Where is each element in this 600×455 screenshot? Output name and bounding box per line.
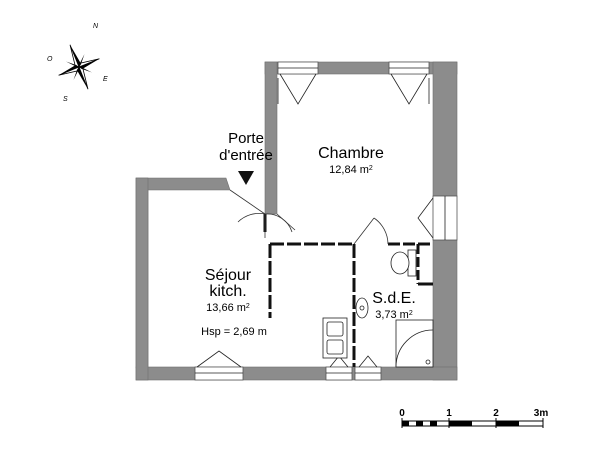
entry-arrow-icon xyxy=(238,171,254,185)
scale-label-0: 0 xyxy=(399,408,405,419)
fixtures xyxy=(322,249,434,368)
scale-label-1: 1 xyxy=(446,408,452,419)
door-swings xyxy=(229,189,389,245)
room-sejour-name-line2: kitch. xyxy=(209,283,246,300)
compass-rose: N E S O xyxy=(47,23,108,103)
compass-south-label: S xyxy=(63,96,68,103)
room-chambre-name: Chambre xyxy=(318,145,384,162)
scale-bar: 0 1 2 3m xyxy=(399,408,548,428)
interior-partitions xyxy=(263,214,433,367)
room-sejour-name-line1: Séjour xyxy=(205,267,252,284)
entry-label-line1: Porte xyxy=(228,130,264,147)
room-sde-name: S.d.E. xyxy=(372,290,416,307)
scale-label-2: 2 xyxy=(493,408,499,419)
scale-label-3: 3m xyxy=(534,408,549,419)
room-sejour-area: 13,66 m2 xyxy=(206,302,250,314)
compass-north-label: N xyxy=(93,23,99,30)
room-sde-area: 3,73 m2 xyxy=(375,309,413,321)
compass-west-label: O xyxy=(47,56,53,63)
labels: Porte d'entrée Chambre 12,84 m2 Séjour k… xyxy=(201,130,416,338)
compass-east-label: E xyxy=(103,76,108,83)
room-chambre-area: 12,84 m2 xyxy=(329,164,373,176)
windows xyxy=(195,67,446,374)
entry-label-line2: d'entrée xyxy=(219,147,273,164)
room-sejour-height: Hsp = 2,69 m xyxy=(201,326,267,338)
toilet-bowl xyxy=(390,251,410,275)
